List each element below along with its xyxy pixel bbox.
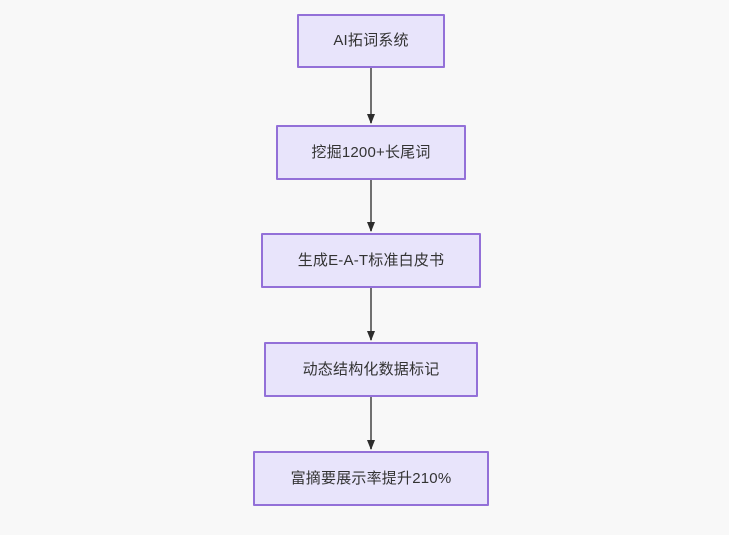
flow-node-dynamic-structured-data-markup[interactable]: 动态结构化数据标记 [264, 342, 478, 397]
flow-node-generate-eat-whitepaper[interactable]: 生成E-A-T标准白皮书 [261, 233, 481, 288]
flow-node-label: AI拓词系统 [333, 32, 409, 49]
flow-node-label: 动态结构化数据标记 [302, 360, 440, 378]
flow-node-label: 挖掘1200+长尾词 [311, 143, 431, 161]
flow-node-label: 富摘要展示率提升210% [290, 469, 452, 487]
flow-node-ai-keyword-system[interactable]: AI拓词系统 [297, 14, 445, 68]
flow-node-label: 生成E-A-T标准白皮书 [297, 251, 445, 269]
flow-node-mine-longtail-keywords[interactable]: 挖掘1200+长尾词 [276, 125, 466, 180]
flow-node-rich-snippet-rate-increase[interactable]: 富摘要展示率提升210% [253, 451, 489, 506]
